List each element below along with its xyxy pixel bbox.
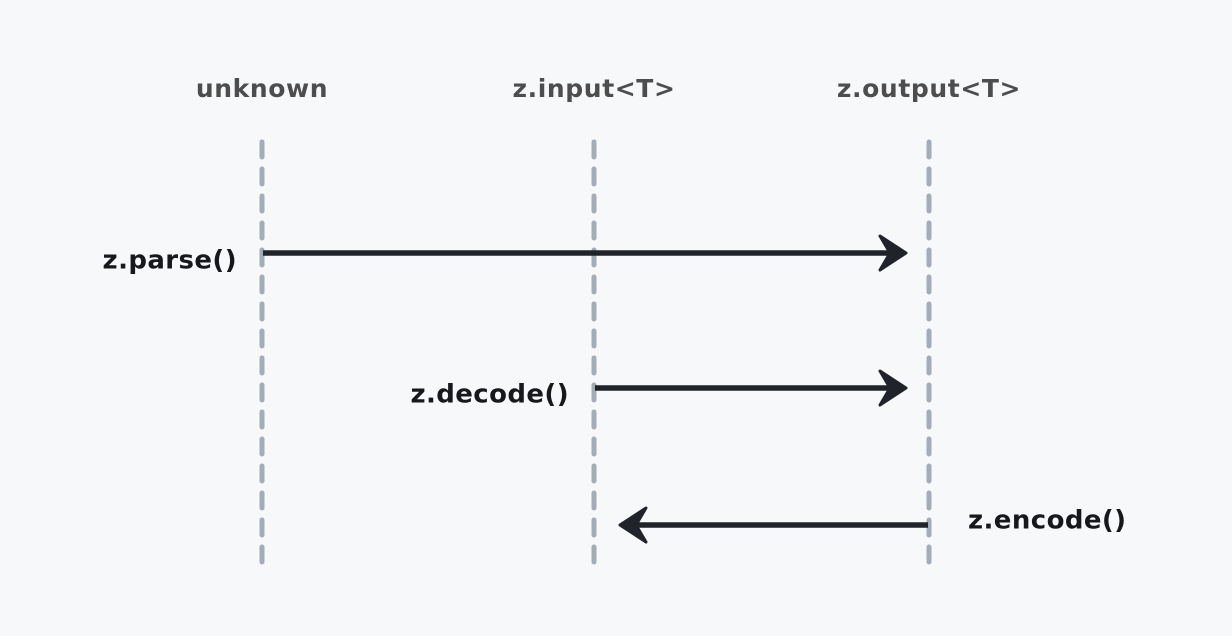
message-label-z-encode: z.encode() [968, 506, 1126, 536]
arrowhead-right-icon [878, 369, 908, 407]
participant-label-unknown: unknown [196, 74, 328, 103]
participant-label-z-input: z.input<T> [512, 74, 675, 103]
participant-unknown[interactable]: unknown [196, 74, 328, 575]
participant-label-z-output: z.output<T> [837, 74, 1021, 103]
message-label-z-parse: z.parse() [103, 246, 237, 276]
message-z-decode[interactable]: z.decode() [410, 369, 908, 410]
message-z-parse[interactable]: z.parse() [103, 234, 908, 276]
participant-z-input[interactable]: z.input<T> [512, 74, 675, 575]
arrowhead-right-icon [878, 234, 908, 272]
participant-z-output[interactable]: z.output<T> [837, 74, 1021, 575]
message-label-z-decode: z.decode() [410, 380, 569, 410]
arrowhead-left-icon [618, 506, 648, 544]
message-z-encode[interactable]: z.encode() [618, 506, 1126, 544]
